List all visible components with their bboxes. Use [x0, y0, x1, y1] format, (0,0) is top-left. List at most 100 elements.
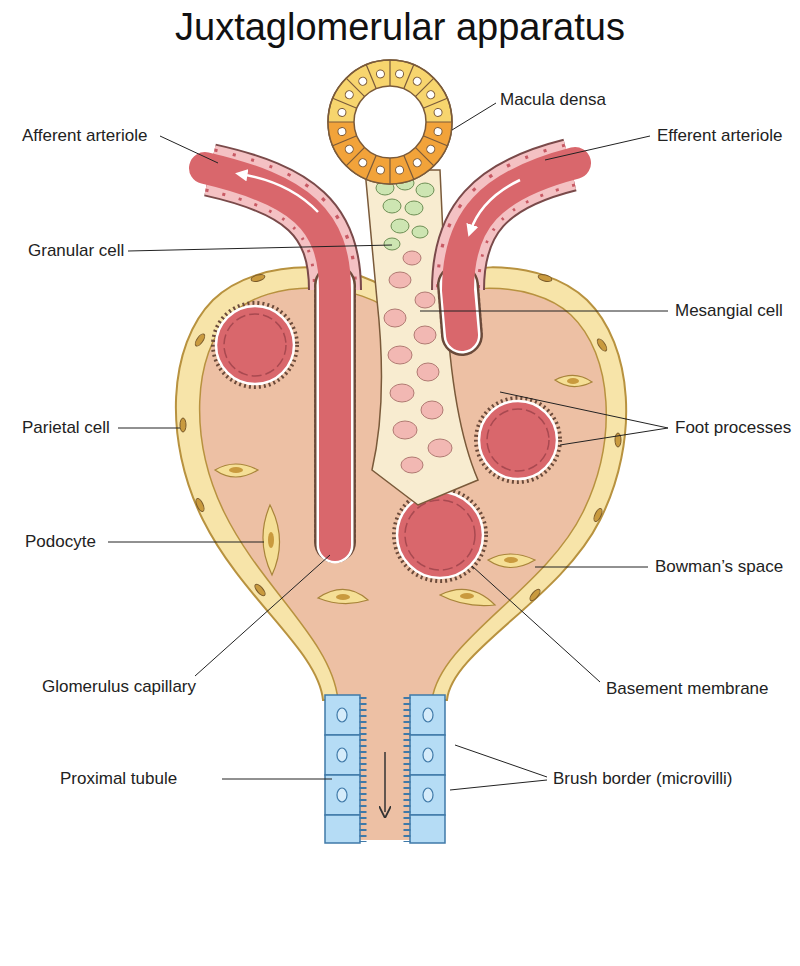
- nucleus: [423, 748, 433, 762]
- flow-arrow: [240, 174, 318, 212]
- nucleus: [433, 127, 442, 136]
- tubule-cell: [410, 695, 445, 735]
- leader-line: [450, 780, 547, 790]
- nucleus: [592, 507, 603, 522]
- foot-process-ring: [213, 303, 297, 387]
- nucleus: [357, 157, 368, 168]
- nucleus: [268, 532, 274, 548]
- leader-line: [118, 428, 180, 429]
- mesangial-cell: [384, 309, 406, 327]
- efferent-arteriole: [458, 163, 575, 335]
- nucleus: [425, 144, 436, 155]
- nucleus: [412, 76, 423, 87]
- tubule-lumen: [354, 86, 426, 158]
- part-label: Parietal cell: [22, 417, 110, 439]
- leader-line: [455, 745, 547, 777]
- granular-cell: [384, 238, 400, 250]
- nucleus: [194, 497, 205, 512]
- nucleus: [596, 338, 609, 353]
- brush-border: [360, 697, 367, 842]
- tubule-wall: [328, 60, 452, 184]
- tubule-cell: [410, 735, 445, 775]
- nucleus: [250, 273, 265, 282]
- podocyte: [215, 464, 258, 477]
- part-label: Bowman’s space: [655, 556, 783, 578]
- leader-line: [535, 567, 648, 568]
- leader-line: [128, 245, 392, 251]
- nucleus: [344, 89, 355, 100]
- tubule-cell: [410, 815, 445, 843]
- leader-line: [560, 428, 668, 445]
- mesangial-cell: [415, 292, 435, 308]
- parietal-cell-nuclei: [180, 273, 621, 602]
- leader-line: [195, 555, 330, 676]
- nucleus: [194, 333, 207, 348]
- tubule-cell: [325, 815, 360, 843]
- nucleus: [412, 157, 423, 168]
- afferent-arteriole: [205, 168, 335, 545]
- nucleus: [376, 69, 385, 78]
- granular-cell: [412, 226, 428, 238]
- endothelium: [405, 500, 475, 570]
- part-label: Macula densa: [500, 89, 606, 111]
- granular-cell: [383, 199, 401, 213]
- proximal-tubule: [325, 695, 445, 843]
- cell-border: [346, 78, 434, 166]
- part-label: Podocyte: [25, 531, 96, 553]
- mesangial-cell: [401, 457, 423, 473]
- nucleus: [337, 748, 347, 762]
- mesangial-cell: [428, 439, 452, 457]
- nucleus: [395, 165, 404, 174]
- nucleus: [376, 165, 385, 174]
- nucleus: [357, 76, 368, 87]
- glomerulus-capillary: [216, 306, 294, 384]
- leader-line: [420, 311, 668, 312]
- leader-line: [222, 779, 332, 780]
- nucleus: [180, 418, 186, 432]
- nucleus: [395, 69, 404, 78]
- podocytes: [215, 375, 592, 605]
- leader-line: [108, 542, 264, 543]
- nucleus: [504, 557, 518, 563]
- leader-line: [472, 566, 600, 682]
- endothelium: [224, 314, 286, 376]
- cell-borders: [328, 60, 452, 184]
- tubule-cell: [410, 775, 445, 815]
- podocyte: [263, 505, 280, 575]
- podocyte: [318, 589, 368, 603]
- brush-border: [404, 697, 411, 842]
- glomerulus-capillary: [397, 492, 483, 578]
- nucleus: [460, 593, 474, 599]
- cell-nuclei: [337, 69, 443, 175]
- flow-arrow: [384, 752, 386, 812]
- mesangial-cell: [417, 363, 439, 381]
- nucleus: [229, 467, 243, 473]
- part-label: Brush border (microvilli): [553, 768, 732, 790]
- granular-cell: [391, 219, 409, 233]
- glomerulus-capillary: [479, 401, 557, 479]
- nucleus: [344, 144, 355, 155]
- part-label: Efferent arteriole: [657, 125, 782, 147]
- nucleus: [337, 108, 346, 117]
- mesangial-cell: [390, 384, 414, 402]
- nucleus: [425, 89, 436, 100]
- part-label: Basement membrane: [606, 678, 769, 700]
- nucleus: [567, 378, 579, 384]
- tubule-cell: [325, 695, 360, 735]
- nucleus: [337, 127, 346, 136]
- flow-arrow: [470, 180, 520, 232]
- granular-cell: [405, 201, 423, 215]
- cell-border: [346, 78, 434, 166]
- part-label: Foot processes: [675, 417, 791, 439]
- nucleus: [423, 788, 433, 802]
- leader-line: [160, 136, 218, 163]
- part-label: Glomerulus capillary: [42, 676, 196, 698]
- macula-densa: [328, 60, 452, 184]
- mesangial-cell: [403, 251, 421, 265]
- tubule-cell: [325, 735, 360, 775]
- part-label: Granular cell: [28, 240, 124, 262]
- mesangial-cell: [414, 326, 436, 344]
- part-label: Afferent arteriole: [22, 125, 147, 147]
- tubule-outline: [328, 60, 452, 184]
